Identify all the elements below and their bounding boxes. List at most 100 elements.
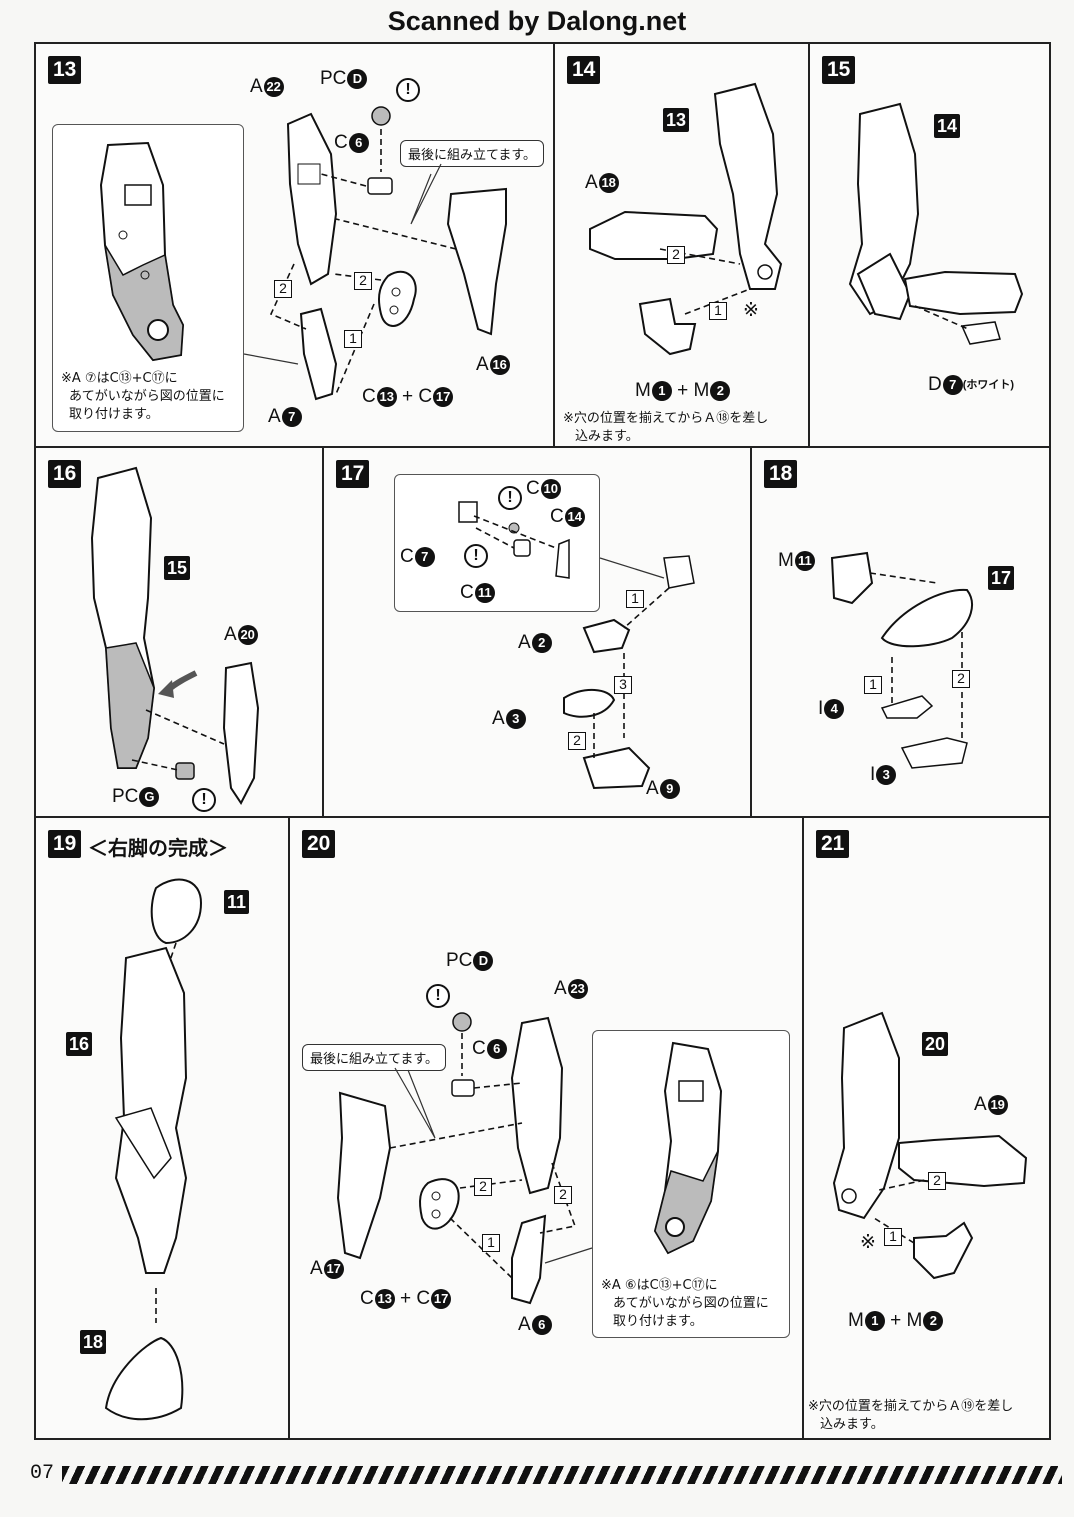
order-2: 2	[274, 280, 292, 298]
reference-mark: ※	[743, 300, 759, 321]
order-1: 1	[884, 1228, 902, 1246]
order-1: 1	[864, 676, 882, 694]
leg-assembly-drawing	[589, 82, 783, 356]
step-14-badge: 14	[567, 56, 601, 84]
leg-frame-detail-drawing	[99, 141, 185, 362]
step-13-callout: 最後に組み立てます。	[400, 140, 545, 167]
completed-right-leg-drawing	[104, 878, 203, 1421]
step-14-note-line-1: ※穴の位置を揃えてからＡ⑱を差し	[563, 411, 769, 426]
step-13-inset: ※A ⑦はC⑬+C⑰に あてがいながら図の位置に 取り付けます。	[52, 124, 244, 432]
order-1: 1	[482, 1234, 500, 1252]
order-1: 1	[344, 330, 362, 348]
step-20-badge: 20	[302, 830, 336, 858]
leg-frame-a22-drawing	[243, 106, 507, 401]
step-18-badge: 18	[764, 460, 798, 488]
warning-icon: !	[498, 486, 522, 510]
step-20-callout: 最後に組み立てます。	[302, 1044, 447, 1071]
order-2: 2	[667, 246, 685, 264]
order-2: 2	[568, 732, 586, 750]
warning-icon: !	[192, 788, 216, 812]
warning-icon: !	[464, 544, 488, 568]
footer-stripe	[62, 1466, 1062, 1484]
order-2: 2	[928, 1172, 946, 1190]
step-19-title: ＜右脚の完成＞	[88, 836, 228, 860]
left-leg-assembly-drawing	[832, 1011, 1028, 1280]
part-ref-20: 20	[922, 1032, 949, 1056]
step-21-note-line-2: 込みます。	[820, 1417, 884, 1432]
part-ref-16: 16	[66, 1032, 93, 1056]
order-2: 2	[554, 1186, 572, 1204]
step-19-panel: 19 ＜右脚の完成＞ 11 16 18	[34, 816, 290, 1440]
step-20-note-line-3: 取り付けます。	[613, 1314, 703, 1329]
step-21-badge: 21	[816, 830, 850, 858]
part-ref-17: 17	[988, 566, 1015, 590]
step-21-note-line-1: ※穴の位置を揃えてからＡ⑲を差し	[808, 1399, 1014, 1414]
part-ref-11: 11	[224, 890, 250, 914]
step-13-note-line-2: あてがいながら図の位置に	[69, 389, 225, 404]
step-20-note-line-1: ※A ⑥はC⑬+C⑰に	[601, 1278, 718, 1293]
step-14-note-line-2: 込みます。	[575, 429, 639, 444]
warning-icon: !	[426, 984, 450, 1008]
order-2: 2	[952, 670, 970, 688]
step-16-badge: 16	[48, 460, 82, 488]
order-2: 2	[354, 272, 372, 290]
order-2: 2	[474, 1178, 492, 1196]
order-1: 1	[626, 590, 644, 608]
warning-icon: !	[396, 78, 420, 102]
reference-mark: ※	[860, 1232, 876, 1253]
step-20-inset: ※A ⑥はC⑬+C⑰に あてがいながら図の位置に 取り付けます。	[592, 1030, 790, 1338]
part-ref-15: 15	[164, 556, 191, 580]
ankle-joint-drawing	[458, 501, 695, 790]
step-19-badge: 19	[48, 830, 82, 858]
leg-with-armor-drawing	[90, 466, 260, 805]
leg-frame-detail-drawing	[653, 1041, 723, 1255]
step-15-badge: 15	[822, 56, 856, 84]
leg-frame-a23-drawing	[336, 1012, 593, 1305]
step-13-badge: 13	[48, 56, 82, 84]
step-13-note-line-1: ※A ⑦はC⑬+C⑰に	[61, 371, 178, 386]
step-20-note-line-2: あてがいながら図の位置に	[613, 1296, 769, 1311]
page-header: Scanned by Dalong.net	[387, 6, 687, 36]
order-1: 1	[709, 302, 727, 320]
part-ref-14: 14	[934, 114, 961, 138]
step-13-note-line-3: 取り付けます。	[69, 407, 159, 422]
part-ref-13: 13	[663, 108, 690, 132]
page-number: 07	[30, 1462, 55, 1485]
foot-assembly-drawing	[830, 551, 973, 769]
leg-with-foot-drawing	[848, 102, 1024, 345]
order-3: 3	[614, 676, 632, 694]
